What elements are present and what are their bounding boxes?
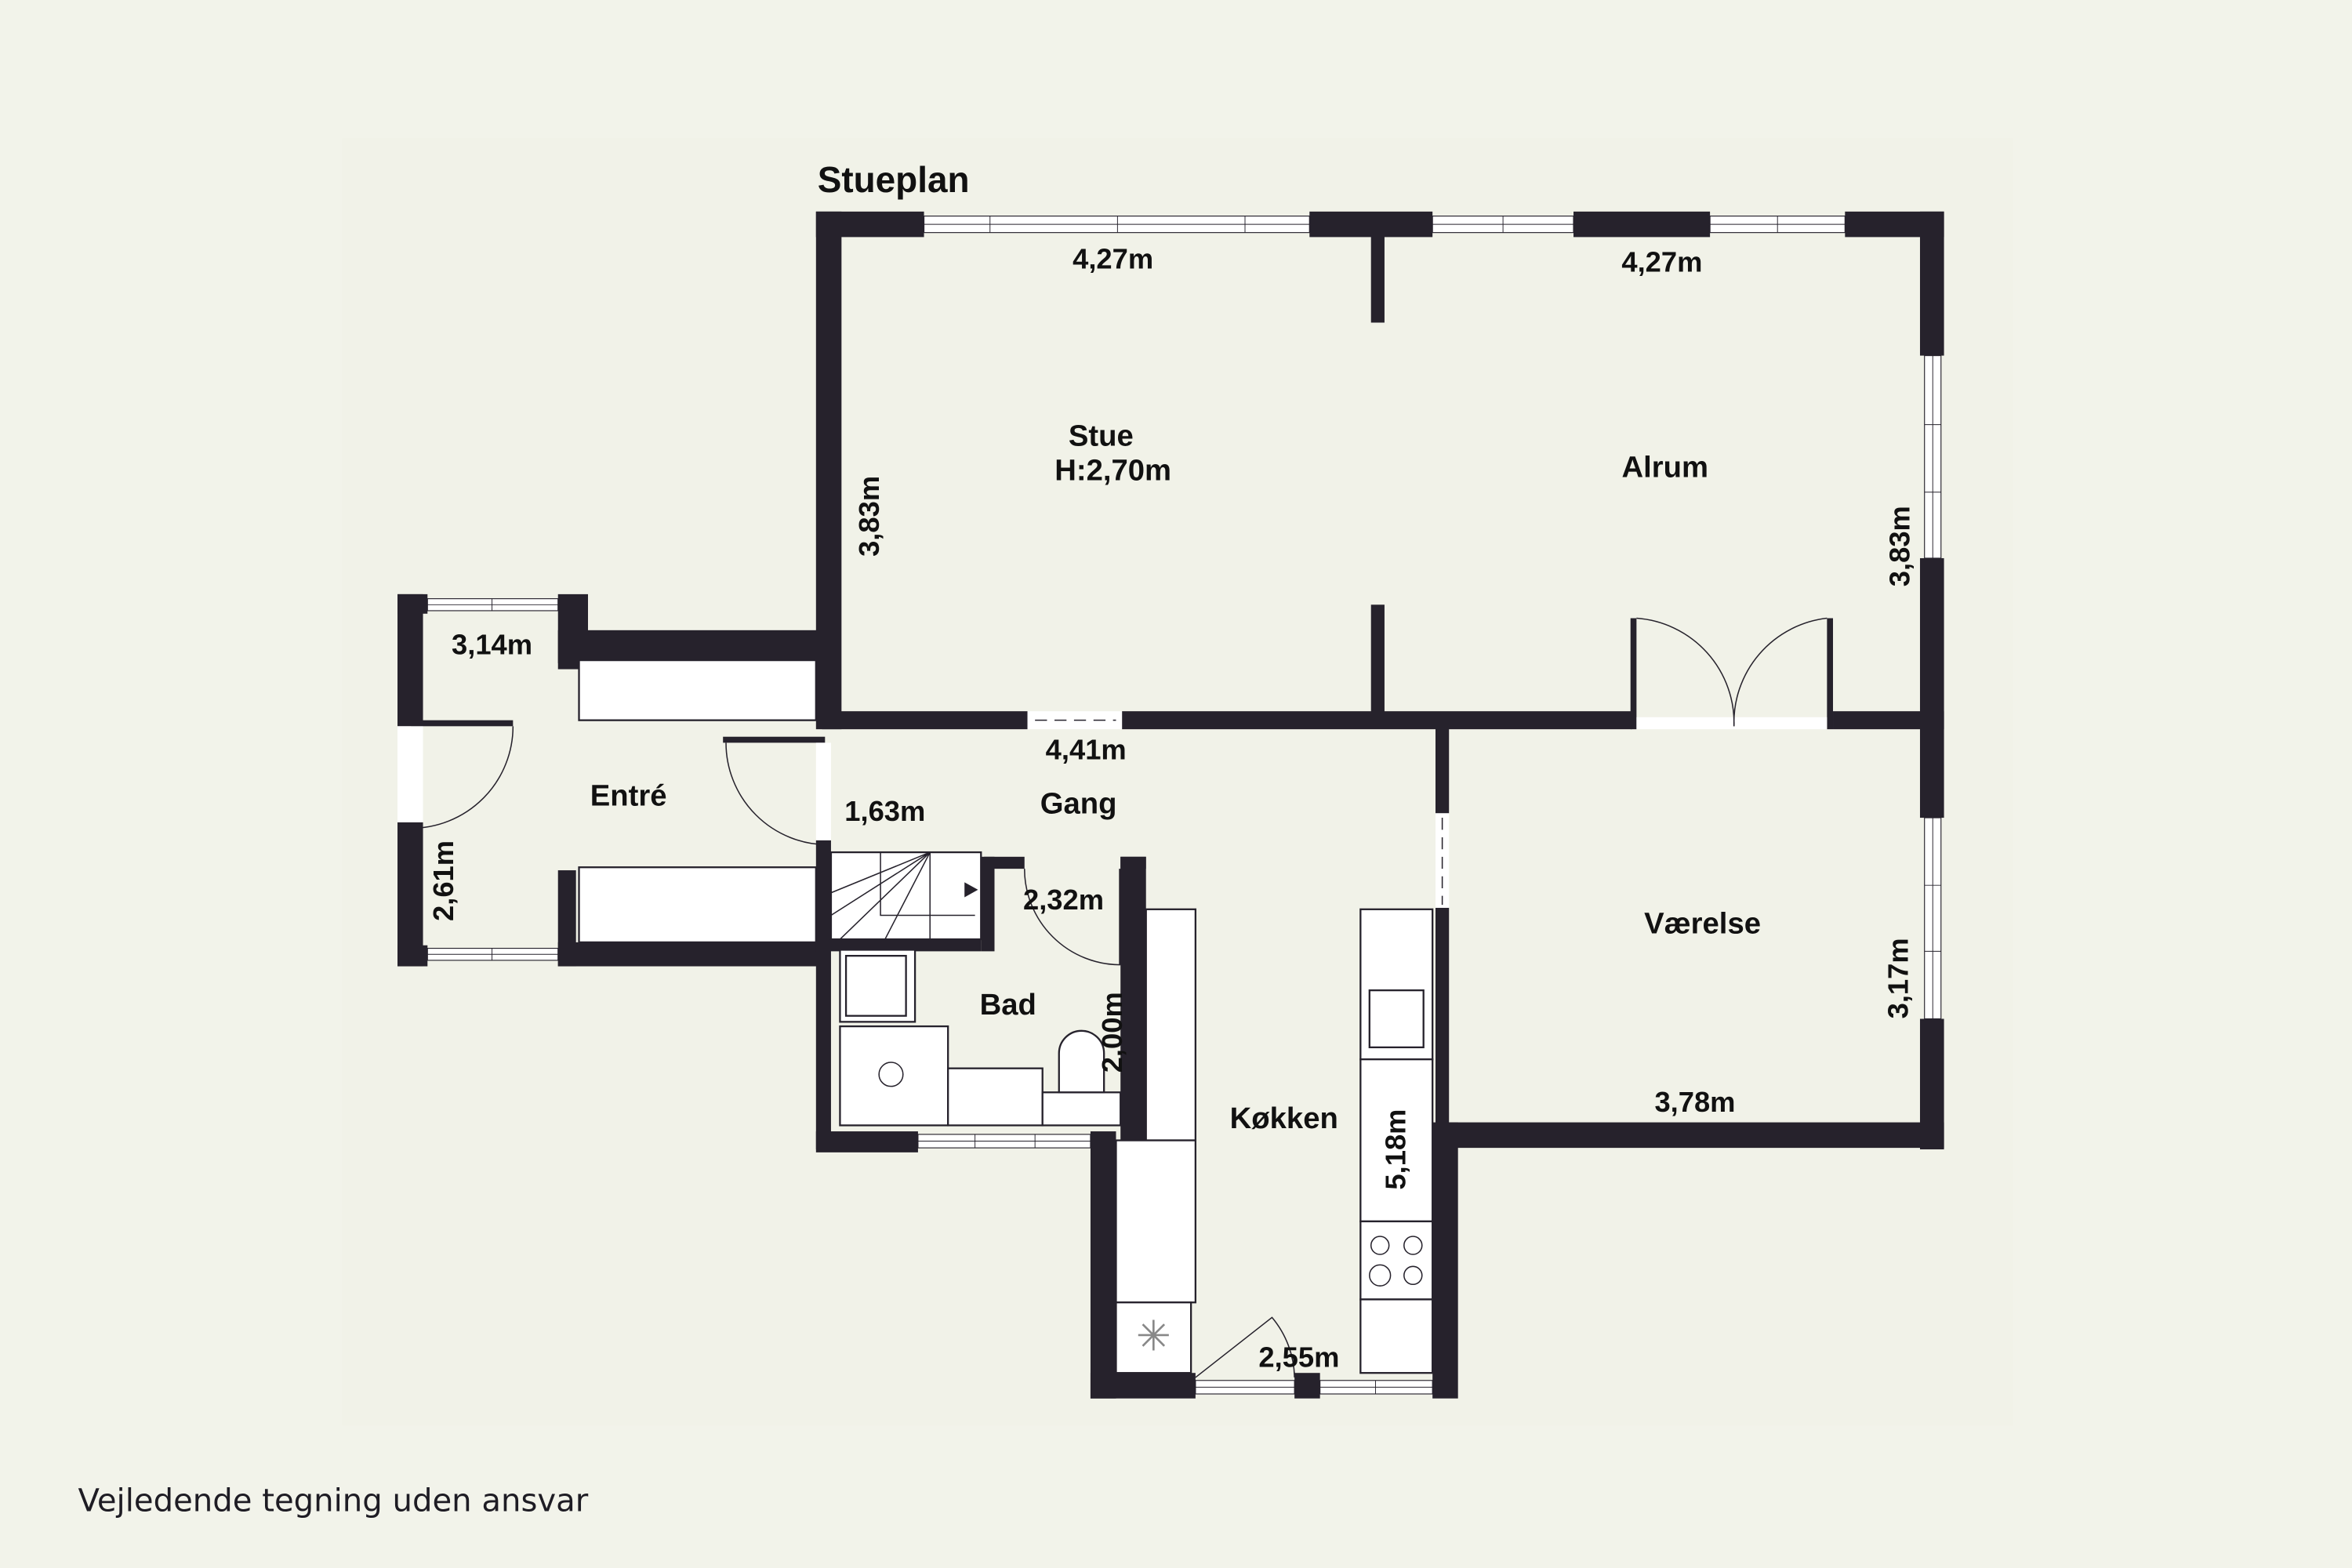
alrum-depth-dim: 3,83m [1884, 506, 1916, 586]
vaerelse-width-dim: 3,78m [1654, 1086, 1735, 1118]
entre-depth-dim: 2,61m [427, 840, 459, 921]
stove [1359, 1220, 1434, 1301]
kitchen-cabinet-lower [1115, 1139, 1197, 1304]
room-entre-label: Entré [590, 779, 667, 813]
shower [839, 1025, 949, 1127]
windows [426, 216, 1942, 1395]
plan-title: Stueplan [818, 159, 970, 200]
sink [947, 1067, 1044, 1127]
staircase [829, 851, 982, 941]
svg-text:✳: ✳ [1136, 1311, 1171, 1360]
room-stue-height: H:2,70m [1054, 453, 1171, 487]
room-vaerelse-label: Værelse [1644, 906, 1761, 940]
fan-cabinet [1115, 1301, 1192, 1374]
entre-width-dim: 3,14m [452, 628, 532, 660]
doors [397, 617, 1828, 1378]
room-stue-label: Stue [1069, 419, 1134, 452]
disclaimer: Vejledende tegning uden ansvar [78, 1483, 588, 1519]
alrum-width-dim: 4,27m [1621, 245, 1702, 278]
room-alrum-label: Alrum [1621, 451, 1708, 485]
bad-width-dim: 2,32m [1023, 884, 1104, 916]
kitchen-counter [1359, 1058, 1434, 1223]
toilet [1058, 1029, 1105, 1094]
stue-depth-dim: 3,83m [853, 476, 885, 557]
kitchen-counter-end [1359, 1298, 1434, 1374]
room-bad-label: Bad [980, 988, 1036, 1022]
kitchen-cabinet-upper [1145, 908, 1197, 1142]
room-gang-label: Gang [1040, 786, 1117, 820]
kokken-depth-dim: 5,18m [1380, 1109, 1412, 1189]
stue-width-dim: 4,27m [1073, 243, 1153, 275]
gang-width-dim: 4,41m [1046, 733, 1127, 765]
kokken-width-dim: 2,55m [1258, 1341, 1339, 1374]
entre-wardrobe-top [578, 659, 817, 721]
bad-depth-dim: 2,00m [1096, 992, 1128, 1073]
vaerelse-depth-dim: 3,17m [1882, 938, 1915, 1018]
room-kokken-label: Køkken [1230, 1102, 1338, 1135]
gang-depth-dim: 1,63m [844, 795, 925, 827]
walls [397, 211, 1944, 1399]
fixtures: ✳ [578, 659, 1434, 1374]
entre-wardrobe-bottom [578, 866, 817, 944]
